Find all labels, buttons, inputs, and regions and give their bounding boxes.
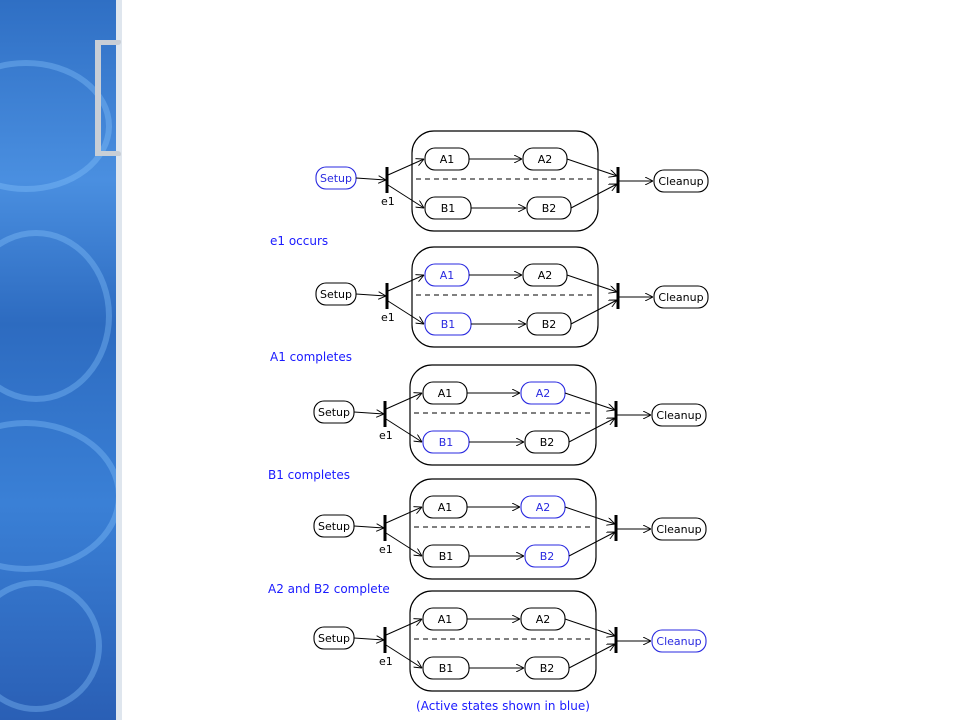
state-label-b1: B1 bbox=[439, 550, 454, 563]
state-cleanup bbox=[651, 629, 707, 653]
state-label-b2: B2 bbox=[542, 202, 557, 215]
transition-arrow bbox=[566, 158, 617, 176]
transition-arrow bbox=[355, 178, 386, 180]
transition-arrow bbox=[385, 619, 422, 636]
composite-state bbox=[411, 130, 599, 232]
state-cleanup bbox=[653, 169, 709, 193]
state-label-a2: A2 bbox=[536, 501, 551, 514]
state-label-a1: A1 bbox=[438, 501, 453, 514]
state-label-setup: Setup bbox=[320, 288, 352, 301]
state-label-b1: B1 bbox=[439, 436, 454, 449]
transition-arrow bbox=[385, 644, 422, 668]
state-label-b2: B2 bbox=[540, 662, 555, 675]
state-label-setup: Setup bbox=[320, 172, 352, 185]
state-label-b2: B2 bbox=[540, 550, 555, 563]
composite-state bbox=[409, 364, 597, 466]
transition-arrow bbox=[385, 507, 422, 524]
state-label-b1: B1 bbox=[439, 662, 454, 675]
state-label-setup: Setup bbox=[318, 632, 350, 645]
panel-caption: A2 and B2 complete bbox=[268, 582, 390, 596]
transition-arrow bbox=[564, 506, 615, 524]
transition-arrow bbox=[564, 392, 615, 410]
state-label-a1: A1 bbox=[440, 153, 455, 166]
panel-caption: e1 occurs bbox=[270, 234, 328, 248]
state-cleanup bbox=[653, 285, 709, 309]
transition-arrow bbox=[568, 532, 615, 557]
state-label-a2: A2 bbox=[538, 269, 553, 282]
state-label-cleanup: Cleanup bbox=[656, 523, 701, 536]
panel-caption: A1 completes bbox=[270, 350, 352, 364]
state-label-b1: B1 bbox=[441, 318, 456, 331]
transition-arrow bbox=[385, 393, 422, 410]
state-label-a2: A2 bbox=[538, 153, 553, 166]
state-label-a1: A1 bbox=[438, 387, 453, 400]
transition-arrow bbox=[387, 159, 424, 176]
transition-arrow bbox=[570, 300, 617, 325]
state-label-cleanup: Cleanup bbox=[658, 291, 703, 304]
state-label-cleanup: Cleanup bbox=[656, 409, 701, 422]
transition-arrow bbox=[570, 184, 617, 209]
state-label-b2: B2 bbox=[542, 318, 557, 331]
state-label-cleanup: Cleanup bbox=[658, 175, 703, 188]
event-label: e1 bbox=[379, 655, 393, 668]
event-label: e1 bbox=[379, 543, 393, 556]
composite-state bbox=[409, 590, 597, 692]
transition-arrow bbox=[353, 638, 384, 640]
state-label-setup: Setup bbox=[318, 520, 350, 533]
transition-arrow bbox=[353, 526, 384, 528]
state-label-a1: A1 bbox=[440, 269, 455, 282]
event-label: e1 bbox=[379, 429, 393, 442]
transition-arrow bbox=[566, 274, 617, 292]
transition-arrow bbox=[568, 418, 615, 443]
state-cleanup bbox=[651, 517, 707, 541]
slide-bracket bbox=[95, 40, 121, 156]
state-label-a2: A2 bbox=[536, 613, 551, 626]
transition-arrow bbox=[353, 412, 384, 414]
transition-arrow bbox=[385, 532, 422, 556]
event-label: e1 bbox=[381, 311, 395, 324]
composite-state bbox=[409, 478, 597, 580]
state-label-a2: A2 bbox=[536, 387, 551, 400]
state-cleanup bbox=[651, 403, 707, 427]
transition-arrow bbox=[387, 300, 424, 324]
sidebar-edge bbox=[116, 0, 122, 720]
footer-note: (Active states shown in blue) bbox=[416, 699, 590, 713]
panel-caption: B1 completes bbox=[268, 468, 350, 482]
transition-arrow bbox=[355, 294, 386, 296]
transition-arrow bbox=[387, 275, 424, 292]
state-label-b2: B2 bbox=[540, 436, 555, 449]
transition-arrow bbox=[564, 618, 615, 636]
state-label-b1: B1 bbox=[441, 202, 456, 215]
transition-arrow bbox=[385, 418, 422, 442]
state-label-cleanup: Cleanup bbox=[656, 635, 701, 648]
state-label-a1: A1 bbox=[438, 613, 453, 626]
composite-state bbox=[411, 246, 599, 348]
event-label: e1 bbox=[381, 195, 395, 208]
state-label-setup: Setup bbox=[318, 406, 350, 419]
transition-arrow bbox=[387, 184, 424, 208]
transition-arrow bbox=[568, 644, 615, 669]
